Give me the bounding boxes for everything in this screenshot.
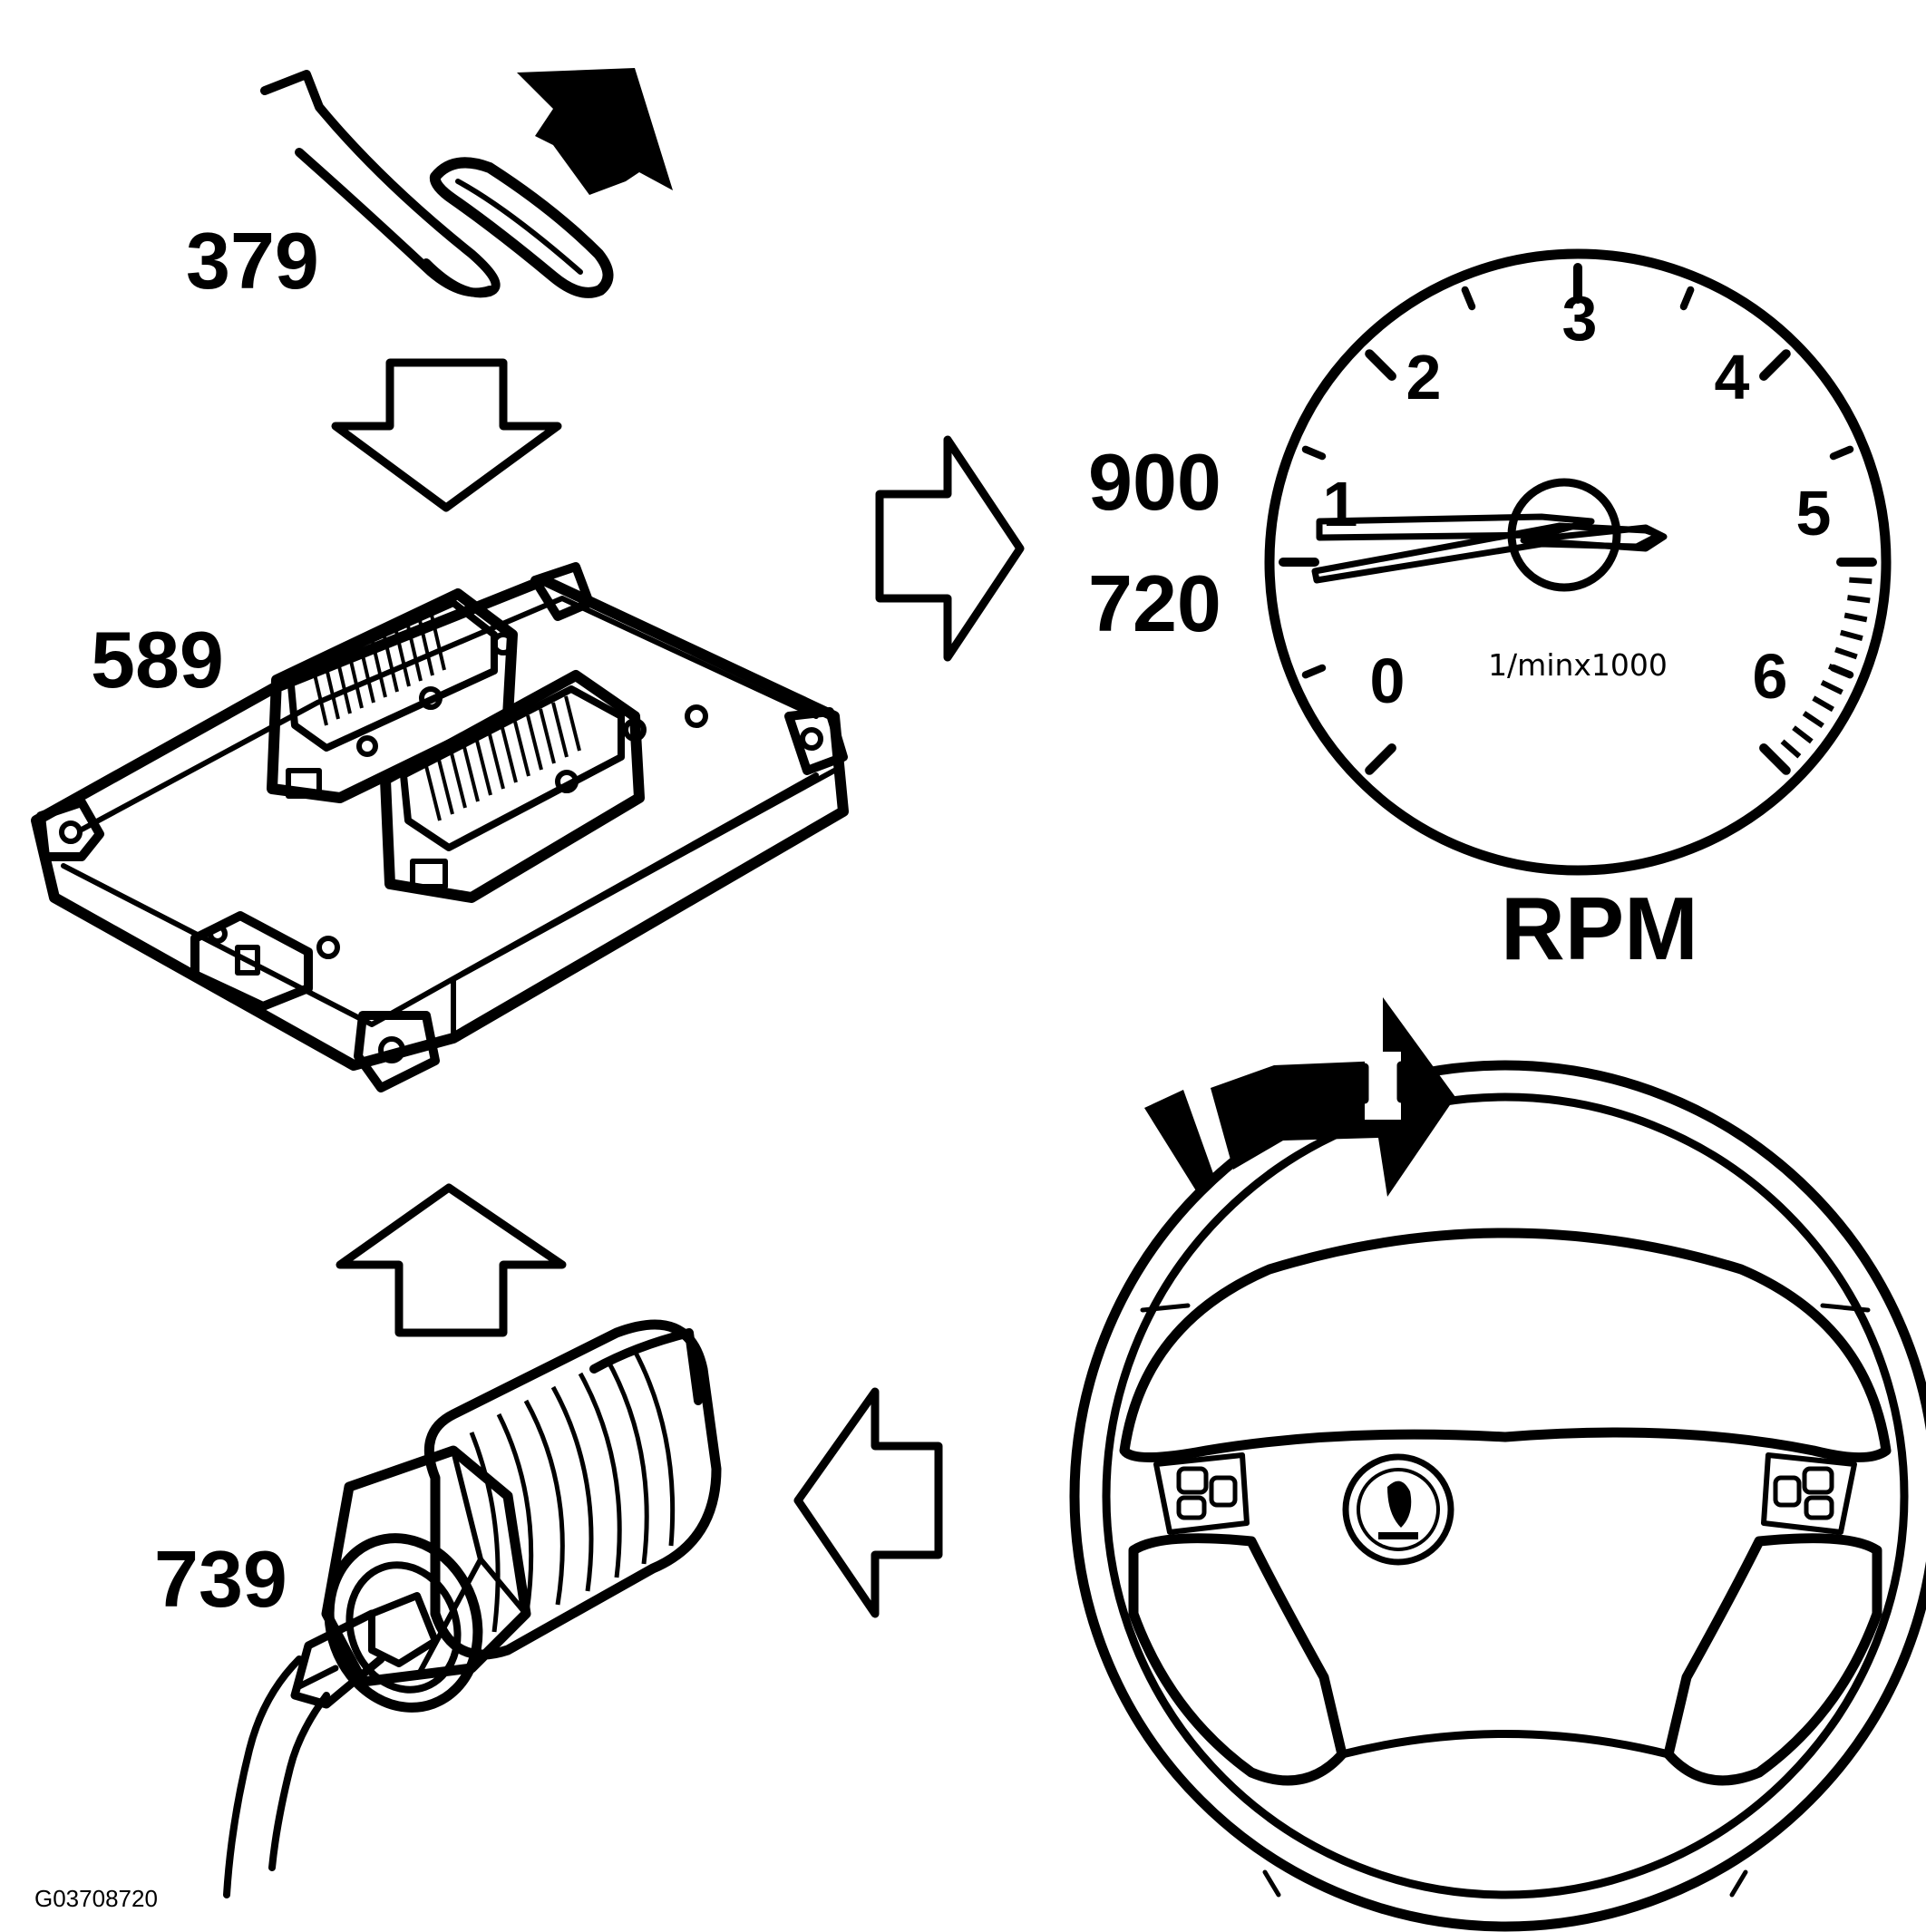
tach-unit: 1/minx1000	[1488, 647, 1668, 683]
engine-control-module-icon	[31, 562, 849, 1092]
steering-wheel-icon	[1069, 997, 1926, 1932]
tach-tick-mark	[1759, 349, 1791, 381]
tach-tick-mark	[1829, 445, 1854, 461]
speed-sensor-icon	[223, 1319, 722, 1898]
tach-redzone-tick	[1812, 695, 1834, 713]
tach-tick-mark	[1301, 445, 1327, 461]
rpm-title: RPM	[1501, 879, 1698, 978]
tach-tick-4: 4	[1715, 342, 1750, 413]
tach-redzone-tick	[1802, 711, 1824, 729]
tach-redzone-tick	[1780, 739, 1802, 759]
tach-redzone-tick	[1840, 629, 1863, 642]
rpm-high-label: 900	[1088, 437, 1221, 527]
tach-tick-0: 0	[1370, 646, 1406, 716]
tach-tick-mark	[1365, 743, 1396, 775]
tach-redzone-tick	[1828, 664, 1852, 678]
rpm-low-label: 720	[1088, 558, 1221, 648]
connector-pins	[424, 695, 581, 821]
tach-needle-icon	[1311, 478, 1668, 592]
tach-tick-mark	[1679, 286, 1695, 311]
tach-tick-mark	[1301, 664, 1327, 679]
right-arrow-icon	[875, 435, 1025, 662]
pedal-label: 379	[186, 216, 319, 306]
tach-tick-2: 2	[1406, 342, 1442, 413]
tach-redzone-tick	[1847, 595, 1871, 604]
tach-tick-mark	[1461, 286, 1476, 311]
connector-pins	[311, 610, 446, 726]
tachometer-icon: 0 1 2 3 4 5 6 1/minx1000	[1264, 248, 1892, 876]
tach-tick-5: 5	[1796, 478, 1832, 549]
figure-id: G03708720	[34, 1885, 158, 1912]
tach-redzone-tick	[1820, 679, 1843, 695]
left-arrow-icon	[793, 1387, 943, 1618]
tach-tick-6: 6	[1753, 641, 1788, 712]
accelerator-pedal-icon	[260, 68, 673, 298]
tach-redzone-tick	[1843, 612, 1868, 623]
tach-tick-1: 1	[1323, 469, 1358, 539]
tachometer-scale	[1279, 263, 1877, 775]
tach-tick-mark	[1365, 349, 1396, 381]
steering-badge-icon	[1342, 1453, 1454, 1566]
tach-redzone-tick	[1768, 752, 1788, 772]
up-arrow-icon	[336, 1183, 567, 1337]
tach-tick-3: 3	[1562, 283, 1598, 354]
sensor-label: 739	[154, 1534, 287, 1624]
tach-redzone-tick	[1792, 725, 1814, 744]
motion-arrow-icon	[517, 68, 673, 195]
tach-redzone-tick	[1849, 577, 1872, 585]
ecu-label: 589	[91, 615, 224, 704]
down-arrow-icon	[331, 358, 562, 512]
tach-redzone-tick	[1834, 646, 1858, 660]
